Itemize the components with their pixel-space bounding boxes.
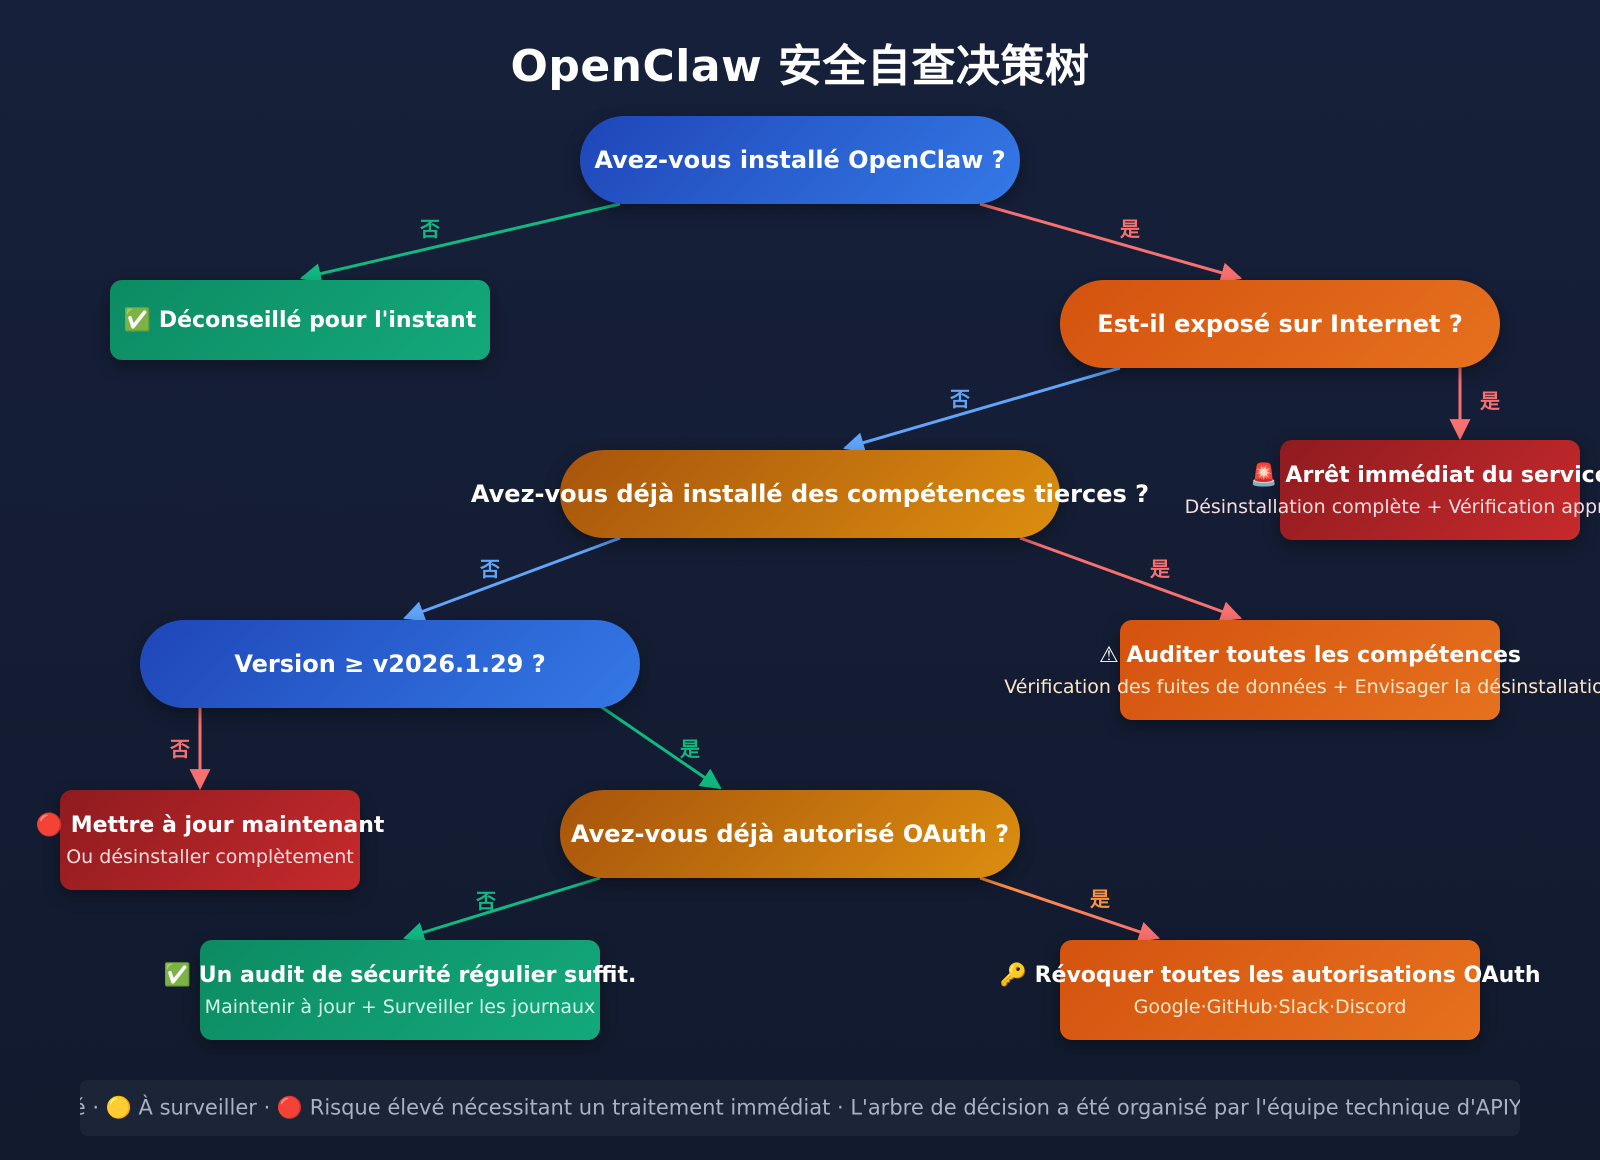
edge-skills-yes bbox=[1019, 536, 1242, 622]
edge-label-skills-no: 否 bbox=[479, 557, 500, 581]
result-not-recommended-node: ✅ Déconseillé pour l'instant bbox=[110, 280, 490, 360]
edge-installed-yes bbox=[979, 202, 1243, 283]
result-update-now-node: 🔴 Mettre à jour maintenant Ou désinstall… bbox=[36, 790, 384, 890]
question-installed-node: Avez-vous installé OpenClaw ? bbox=[580, 116, 1020, 204]
result-update-now-title: Mettre à jour maintenant bbox=[70, 812, 385, 838]
result-stop-service-node: 🚨 Arrêt immédiat du service Désinstallat… bbox=[1185, 440, 1600, 540]
question-version-text: Version ≥ v2026.1.29 ? bbox=[234, 650, 546, 678]
key-icon: 🔑 bbox=[999, 962, 1027, 988]
result-regular-audit-node: ✅ Un audit de sécurité régulier suffit. … bbox=[164, 940, 636, 1040]
question-exposed-text: Est-il exposé sur Internet ? bbox=[1097, 310, 1463, 338]
question-skills-node: Avez-vous déjà installé des compétences … bbox=[471, 450, 1149, 538]
siren-icon: 🚨 bbox=[1250, 462, 1278, 488]
edge-label-exposed-yes: 是 bbox=[1479, 389, 1500, 413]
result-stop-service-title: Arrêt immédiat du service bbox=[1285, 462, 1600, 488]
legend-text: 🟢 Sécurisé · 🟡 À surveiller · 🔴 Risque é… bbox=[80, 1095, 1520, 1120]
question-installed-text: Avez-vous installé OpenClaw ? bbox=[594, 146, 1006, 174]
red-circle-icon: 🔴 bbox=[35, 812, 64, 838]
check-icon: ✅ bbox=[163, 962, 192, 988]
edge-exposed-no bbox=[842, 366, 1121, 453]
edge-label-exposed-no: 否 bbox=[949, 387, 970, 411]
edge-label-installed-no: 否 bbox=[419, 217, 440, 241]
edge-oauth-no bbox=[402, 876, 601, 943]
question-oauth-text: Avez-vous déjà autorisé OAuth ? bbox=[570, 820, 1010, 848]
check-icon: ✅ bbox=[123, 307, 152, 333]
edge-label-version-yes: 是 bbox=[679, 737, 700, 761]
result-audit-skills-node: ⚠ Auditer toutes les compétences Vérific… bbox=[1004, 620, 1600, 720]
question-version-node: Version ≥ v2026.1.29 ? bbox=[140, 620, 640, 708]
legend-bar: 🟢 Sécurisé · 🟡 À surveiller · 🔴 Risque é… bbox=[80, 1080, 1520, 1136]
result-revoke-oauth-title: Révoquer toutes les autorisations OAuth bbox=[1034, 962, 1541, 988]
edge-version-yes bbox=[599, 704, 722, 790]
result-update-now-subtitle: Ou désinstaller complètement bbox=[66, 845, 354, 868]
edge-label-oauth-yes: 是 bbox=[1089, 887, 1110, 911]
result-stop-service-subtitle: Désinstallation complète + Vérification … bbox=[1184, 495, 1600, 518]
result-regular-audit-subtitle: Maintenir à jour + Surveiller les journa… bbox=[204, 995, 596, 1018]
edge-oauth-yes bbox=[979, 876, 1160, 942]
result-not-recommended-title: Déconseillé pour l'instant bbox=[158, 307, 477, 333]
edge-label-version-no: 否 bbox=[169, 737, 190, 761]
warning-icon: ⚠ bbox=[1099, 642, 1119, 668]
page-title: OpenClaw 安全自查决策树 bbox=[510, 41, 1090, 92]
edge-label-skills-yes: 是 bbox=[1149, 557, 1170, 581]
question-skills-text: Avez-vous déjà installé des compétences … bbox=[470, 480, 1150, 508]
result-audit-skills-title: Auditer toutes les compétences bbox=[1126, 642, 1521, 668]
result-audit-skills-subtitle: Vérification des fuites de données + Env… bbox=[1004, 675, 1600, 698]
edge-label-installed-yes: 是 bbox=[1119, 217, 1140, 241]
result-revoke-oauth-node: 🔑 Révoquer toutes les autorisations OAut… bbox=[1000, 940, 1541, 1040]
edge-skills-no bbox=[403, 536, 621, 622]
question-oauth-node: Avez-vous déjà autorisé OAuth ? bbox=[560, 790, 1020, 878]
edge-installed-no bbox=[299, 202, 621, 284]
edge-label-oauth-no: 否 bbox=[475, 889, 496, 913]
question-exposed-node: Est-il exposé sur Internet ? bbox=[1060, 280, 1500, 368]
result-revoke-oauth-subtitle: Google·GitHub·Slack·Discord bbox=[1133, 995, 1407, 1018]
result-regular-audit-title: Un audit de sécurité régulier suffit. bbox=[198, 962, 637, 988]
